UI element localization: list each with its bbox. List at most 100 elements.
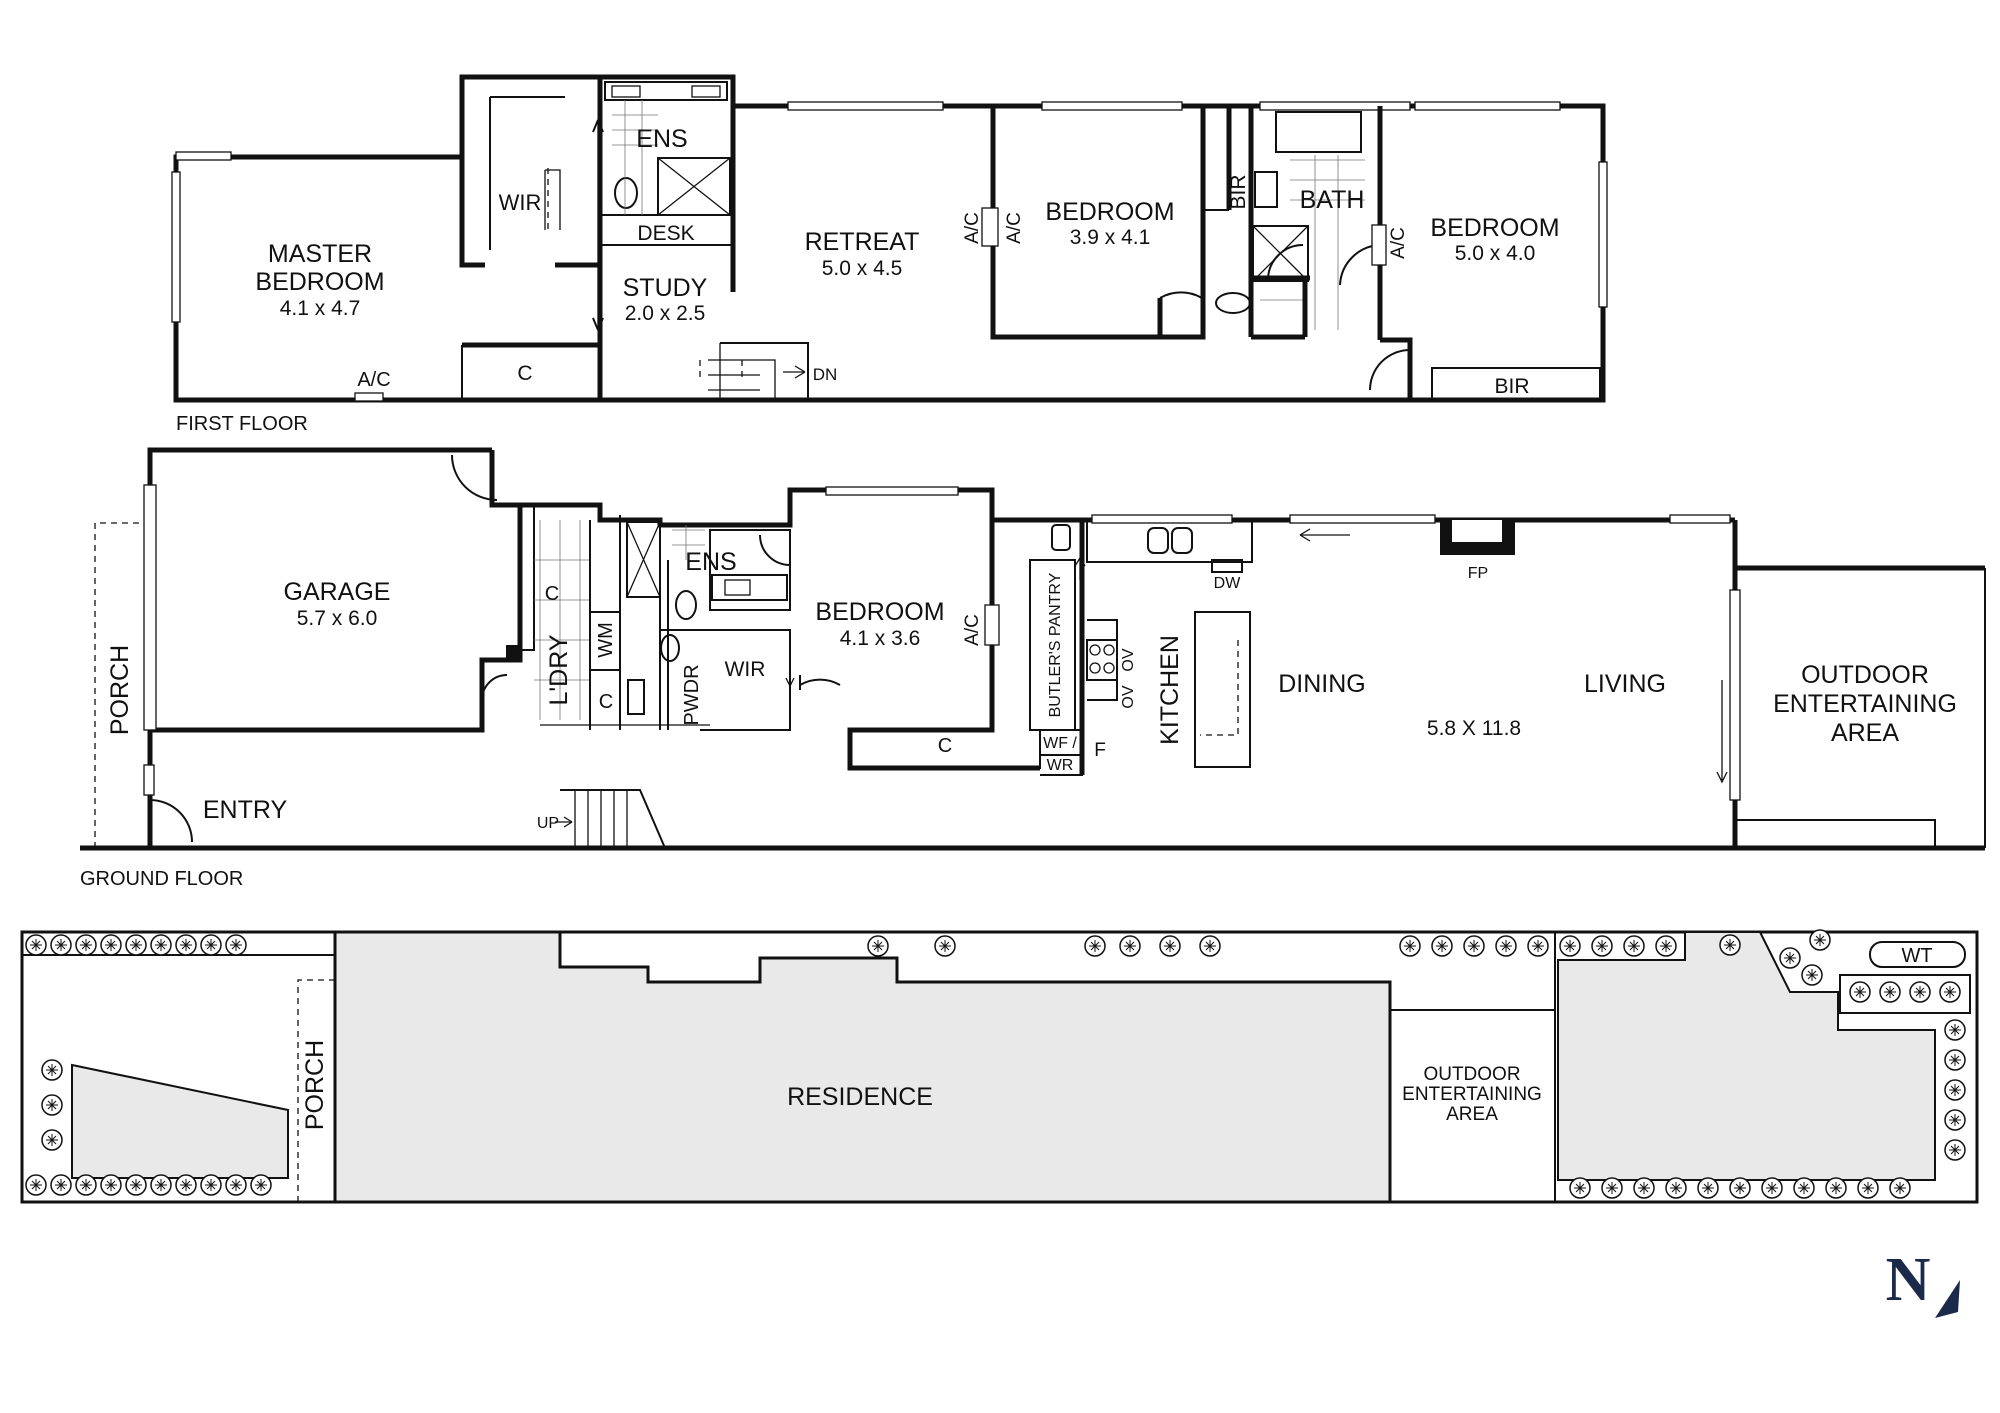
door-swing: [451, 454, 498, 501]
shrub-detail: [1164, 940, 1176, 952]
oven-bench: [1087, 619, 1118, 701]
shrub-detail: [46, 1134, 58, 1146]
shrub-detail: [939, 940, 951, 952]
shrub-detail: [30, 939, 42, 951]
burner: [1103, 644, 1115, 656]
ac-label: A/C: [1004, 212, 1025, 244]
window: [1289, 514, 1436, 524]
shrub-detail: [1670, 1182, 1682, 1194]
shrub-detail: [255, 1179, 267, 1191]
porch-label: PORCH: [301, 1040, 329, 1130]
ens-wall: [620, 519, 661, 730]
window: [175, 151, 232, 161]
study-dim: 2.0 x 2.5: [625, 302, 706, 325]
residence-label: RESIDENCE: [787, 1083, 933, 1111]
planter: [1839, 974, 1971, 1014]
front-garden-bed: [71, 1063, 289, 1179]
vanity: [1254, 171, 1278, 208]
porch-outline: [297, 979, 335, 1202]
outdoor-wall: [1735, 565, 1985, 851]
fridge-handle: [1051, 524, 1071, 551]
shrub-detail: [180, 1179, 192, 1191]
toilet: [675, 590, 697, 620]
shrub-detail: [1944, 986, 1956, 998]
shrub-detail: [1884, 986, 1896, 998]
wir-wall-inner: [489, 96, 565, 250]
bath-tub: [1275, 111, 1362, 153]
door-swing: [799, 675, 841, 690]
dn-arrow: [783, 365, 806, 379]
dishwasher: [1211, 559, 1243, 573]
toilet: [614, 177, 638, 209]
laundry-label: L'DRY: [545, 634, 573, 705]
shrub-detail: [1628, 940, 1640, 952]
outdoor-area-outline: [1390, 932, 1556, 1202]
shrubs: [25, 929, 1966, 1199]
master-bedroom-label-2: BEDROOM: [255, 268, 384, 296]
shrub-detail: [1734, 1182, 1746, 1194]
pantry-bench: [1029, 559, 1076, 731]
shrub-detail: [1204, 940, 1216, 952]
bedroom-2-label: BEDROOM: [1045, 198, 1174, 226]
ground-floor-caption: GROUND FLOOR: [80, 868, 243, 890]
window: [1259, 101, 1411, 111]
ac-label: A/C: [357, 369, 390, 391]
shrub-detail: [1854, 986, 1866, 998]
arrow: [785, 640, 795, 688]
window: [171, 171, 181, 323]
shrub-detail: [1814, 934, 1826, 946]
shrub-detail: [1436, 940, 1448, 952]
door-swing: [1159, 291, 1203, 299]
shrub-detail: [105, 1179, 117, 1191]
garage-door: [143, 484, 157, 731]
fridge-label: F: [1094, 740, 1106, 761]
site-plan: PORCH RESIDENCE OUTDOOR ENTERTAINING ARE…: [20, 929, 1979, 1204]
porch-outline: [94, 522, 140, 848]
stair-wall: [720, 342, 809, 400]
ground-floor-outer-wall: [147, 447, 492, 848]
kitchen-bench: [1086, 519, 1253, 563]
basin: [724, 579, 751, 596]
ens-shower: [626, 521, 661, 598]
door-swing: [149, 799, 193, 843]
master-bedroom-dim: 4.1 x 4.7: [280, 297, 361, 320]
ens-tiles: [672, 525, 705, 560]
water-tank-label: WT: [1901, 945, 1932, 967]
dining-label: DINING: [1278, 670, 1366, 698]
basin: [611, 85, 641, 98]
dishwasher-label: DW: [1214, 575, 1242, 592]
vanity: [627, 679, 645, 715]
ground-floor-outer-wall: [520, 487, 1735, 528]
outdoor-step: [1735, 819, 1936, 848]
door-swing: [1369, 349, 1411, 391]
window: [1598, 161, 1608, 308]
shrub-detail: [80, 939, 92, 951]
shrub-detail: [105, 939, 117, 951]
door-swing: [481, 674, 508, 701]
arrow: [1074, 556, 1086, 580]
stairs: [574, 790, 628, 848]
shrub-detail: [1089, 940, 1101, 952]
study-arrows: [592, 119, 604, 331]
shrub-detail: [230, 939, 242, 951]
master-bedroom-label: MASTER: [268, 240, 372, 268]
shrub-detail: [1766, 1182, 1778, 1194]
column: [506, 645, 520, 660]
study-label: STUDY: [623, 274, 708, 302]
first-floor-caption: FIRST FLOOR: [176, 413, 308, 435]
window: [825, 486, 959, 496]
bath-tiles: [1260, 155, 1365, 330]
porch-label: PORCH: [106, 645, 134, 735]
ground-floor: GROUND FLOOR GARAGE 5.7 x 6.0 PORCH ENTR…: [80, 447, 1986, 890]
wc-wall: [1251, 275, 1310, 340]
window: [143, 764, 155, 796]
bedroom-2-wall: [990, 106, 1160, 340]
shrub-detail: [205, 1179, 217, 1191]
ens-shower: [657, 157, 731, 216]
shrub-detail: [1949, 1084, 1961, 1096]
window: [787, 101, 944, 111]
bedroom-3-dim: 5.0 x 4.0: [1455, 242, 1536, 265]
shrub-detail: [872, 940, 884, 952]
ens-label: ENS: [685, 548, 736, 576]
